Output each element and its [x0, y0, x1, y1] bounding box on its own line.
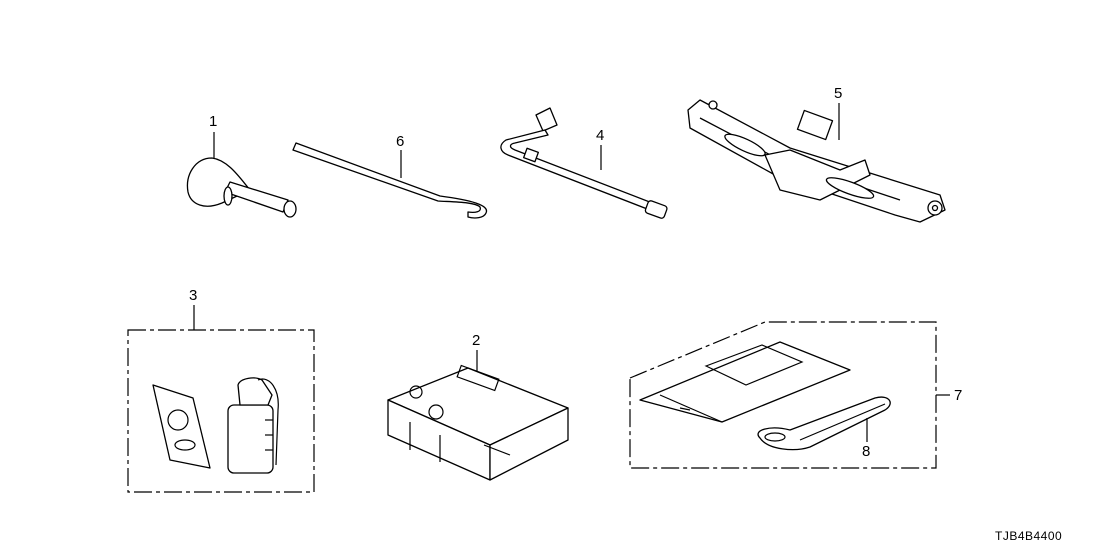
callout-6: 6 [396, 133, 405, 150]
callout-5: 5 [834, 85, 843, 102]
part-6-rod[interactable] [292, 142, 488, 219]
part-2-compressor[interactable] [387, 350, 569, 481]
callout-2: 2 [472, 332, 481, 349]
callout-8: 8 [862, 443, 871, 460]
callout-3: 3 [189, 287, 198, 304]
part-7-kit[interactable] [629, 321, 950, 469]
callout-1: 1 [209, 113, 218, 130]
part-1-handle[interactable] [186, 132, 297, 218]
callout-4: 4 [596, 127, 605, 144]
part-8-hook[interactable] [757, 396, 891, 451]
part-3-kit[interactable] [127, 305, 315, 493]
callout-7: 7 [954, 387, 963, 404]
diagram-code: TJB4B4400 [995, 529, 1063, 543]
part-4-wrench[interactable] [500, 107, 668, 219]
part-5-jack[interactable] [687, 99, 946, 223]
